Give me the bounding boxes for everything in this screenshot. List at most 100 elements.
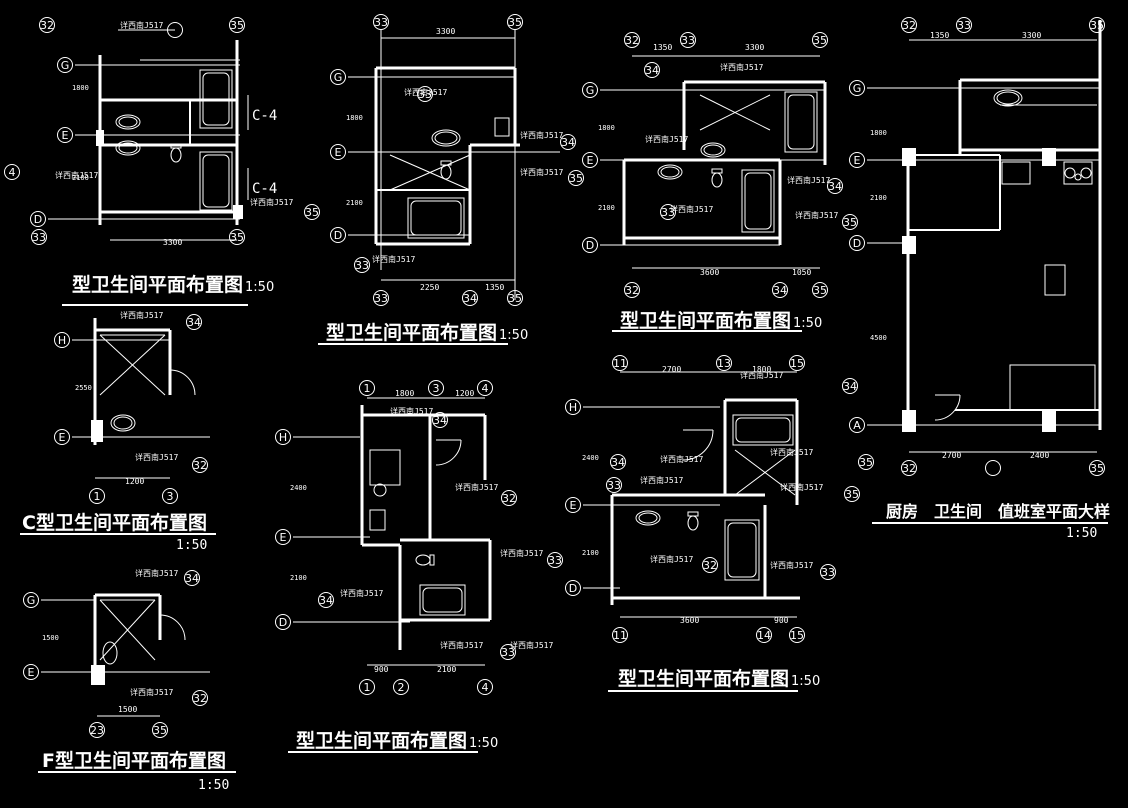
grid-bubble-label: 35 [845, 488, 859, 501]
grid-bubble [612, 355, 628, 371]
dimension: 3300 [745, 43, 764, 52]
grid-bubble-label: 34 [433, 414, 447, 427]
grid-bubble [849, 152, 865, 168]
grid-bubble [57, 57, 73, 73]
fixture-outline [429, 554, 435, 566]
washbasin [110, 414, 136, 432]
grid-bubble-label: 1 [364, 681, 371, 694]
grid-bubble [417, 86, 433, 102]
bathtub [727, 522, 757, 578]
grid-bubble-label: D [279, 616, 287, 629]
grid-bubble [789, 627, 805, 643]
dimension: 2100 [437, 665, 456, 674]
grid-bubble [152, 722, 168, 738]
section-mark: C-4 [252, 108, 277, 124]
reference-note: 详西南J517 [780, 482, 823, 492]
reference-note: 详西南J517 [130, 687, 173, 697]
grid-bubble [844, 486, 860, 502]
grid-bubble [610, 454, 626, 470]
column-block [1042, 148, 1056, 166]
washbasin [115, 140, 141, 156]
grid-bubble [849, 80, 865, 96]
grid-bubble [23, 592, 39, 608]
grid-bubble-label: H [569, 401, 577, 414]
grid-bubble-label: 34 [828, 180, 842, 193]
plan-title-kitchen-text: 厨房 卫生间 值班室平面大样 [886, 502, 1111, 521]
toilet [687, 515, 699, 531]
grid-bubble-label: 34 [185, 572, 199, 585]
grid-bubble-label: 33 [32, 231, 46, 244]
reference-note: 详西南J517 [520, 130, 563, 140]
column-block [96, 130, 104, 146]
grid-bubble [812, 32, 828, 48]
grid-bubble-label: 3 [167, 490, 174, 503]
reference-note: 详西南J517 [770, 560, 813, 570]
label-text: 1800 [870, 129, 887, 137]
plan-title-5-scale: 1:50 [469, 736, 499, 751]
dimension: 1800 [752, 365, 771, 374]
washbasin [657, 164, 683, 180]
grid-bubble [432, 412, 448, 428]
dimension: 1050 [792, 268, 811, 277]
washbasin-bowl [113, 416, 133, 430]
fixture-outline [711, 168, 723, 174]
grid-bubble-label: 33 [355, 259, 369, 272]
plan-title-1-scale: 1:50 [245, 280, 275, 295]
dimension: 1350 [930, 31, 949, 40]
column-block [233, 205, 243, 219]
bathtub [410, 200, 462, 236]
plan-title-6-scale: 1:50 [791, 674, 821, 689]
wall-line [389, 154, 471, 191]
reference-note: 详西南J517 [670, 204, 713, 214]
reference-note: 详西南J517 [660, 454, 703, 464]
title-underline [38, 771, 236, 773]
dimension: 2700 [942, 451, 961, 460]
washbasin-bowl [996, 91, 1020, 105]
grid-bubble [477, 679, 493, 695]
title-underline [62, 304, 248, 306]
toilet [170, 147, 182, 163]
grid-bubble-label: G [61, 59, 70, 72]
grid-bubble [560, 134, 576, 150]
title-underline [318, 343, 508, 345]
grid-bubble-label: 32 [625, 284, 639, 297]
section-mark: C-4 [252, 181, 277, 197]
plan-title-2-scale: 1:50 [499, 328, 529, 343]
reference-note: 详西南J517 [740, 370, 783, 380]
dimension: 1200 [455, 389, 474, 398]
grid-bubble [612, 627, 628, 643]
grid-bubble [985, 460, 1001, 476]
fixture-outline [1064, 167, 1076, 179]
door-swing [682, 429, 714, 461]
fixture-outline [784, 91, 818, 153]
grid-bubble [842, 214, 858, 230]
grid-bubble [680, 32, 696, 48]
grid-bubble-label: E [28, 666, 35, 679]
fixture-outline [1044, 264, 1066, 296]
grid-bubble-label: 33 [607, 479, 621, 492]
wall-line [99, 334, 166, 396]
grid-bubble [901, 17, 917, 33]
grid-bubble [359, 380, 375, 396]
label-text: 2100 [346, 199, 363, 207]
bathtub [422, 587, 463, 613]
grid-bubble [162, 488, 178, 504]
column-block [902, 148, 916, 166]
title-underline [20, 533, 216, 535]
reference-note: 详西南J517 [120, 310, 163, 320]
label-text: 1800 [598, 124, 615, 132]
grid-bubble [186, 314, 202, 330]
grid-bubble-label: 14 [757, 629, 771, 642]
grid-bubble-label: E [59, 431, 66, 444]
grid-bubble-label: 35 [813, 284, 827, 297]
washbasin-bowl [638, 512, 658, 524]
grid-bubble-label: D [34, 213, 42, 226]
door-swing [435, 439, 462, 466]
grid-bubble [31, 229, 47, 245]
grid-bubble [462, 290, 478, 306]
washbasin-bowl [118, 142, 138, 154]
grid-bubble [660, 204, 676, 220]
